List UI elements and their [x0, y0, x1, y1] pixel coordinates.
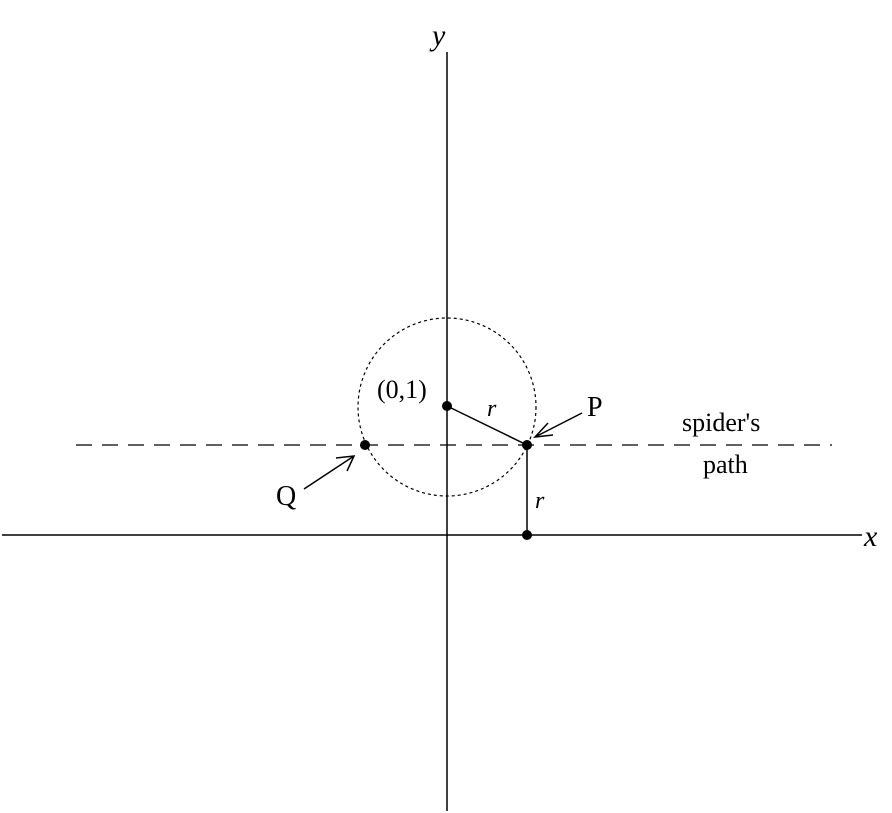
dotted-circle: [357, 317, 537, 497]
center-point-dot: [442, 401, 452, 411]
radius-label-upper: r: [487, 396, 497, 422]
y-axis-label: y: [429, 19, 446, 52]
point-q-label: Q: [276, 481, 296, 512]
spider-path-label-line2: path: [703, 450, 748, 479]
radius-segment-center-to-p: [446, 405, 528, 446]
point-p-label: P: [587, 392, 603, 423]
x-axis-foot-dot: [522, 530, 532, 540]
spider-path-label-line1: spider's: [682, 408, 760, 437]
x-axis-label: x: [863, 520, 878, 553]
arrow-to-p: [533, 412, 583, 438]
arrow-to-q: [303, 455, 356, 490]
radius-label-lower: r: [535, 488, 545, 514]
center-point-label: (0,1): [377, 375, 427, 404]
point-p-dot: [522, 440, 532, 450]
point-q-dot: [360, 440, 370, 450]
